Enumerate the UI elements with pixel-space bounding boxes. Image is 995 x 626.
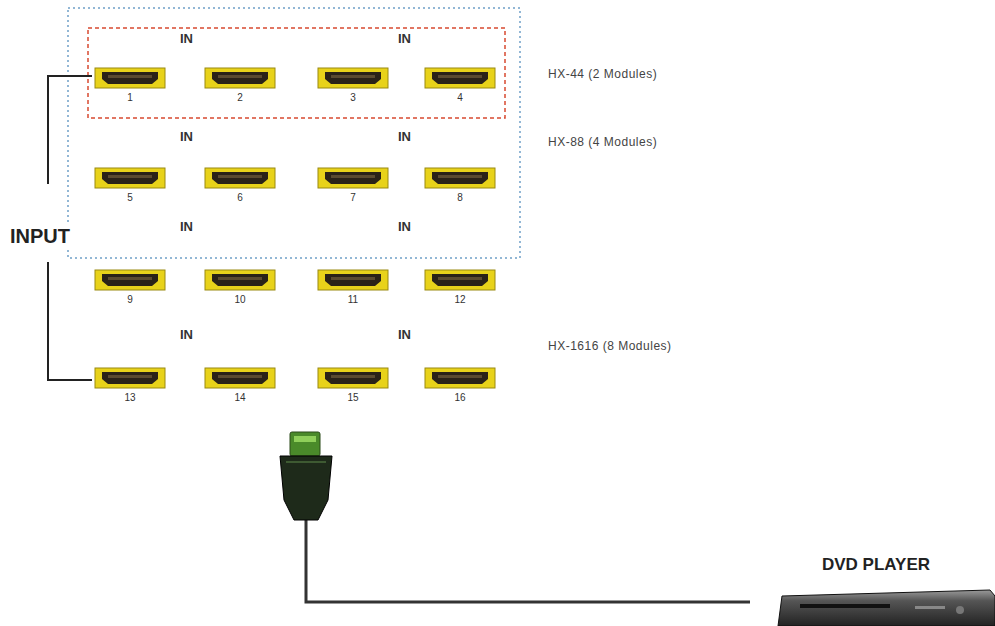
port-number: 15	[347, 392, 358, 403]
model-label: HX-44 (2 Modules)	[548, 68, 657, 81]
port-number: 9	[127, 294, 133, 305]
port-group-label: IN	[398, 32, 411, 46]
model-label: HX-1616 (8 Modules)	[548, 340, 672, 353]
port-number: 1	[127, 92, 133, 103]
port-number: 2	[237, 92, 243, 103]
port-number: 10	[234, 294, 245, 305]
port-group-label: IN	[180, 130, 193, 144]
port-number: 7	[350, 192, 356, 203]
port-number: 3	[350, 92, 356, 103]
port-number: 4	[457, 92, 463, 103]
hx-88-region	[68, 8, 520, 258]
device-label: DVD PLAYER	[822, 556, 930, 575]
input-title: INPUT	[8, 225, 72, 247]
port-number: 12	[454, 294, 465, 305]
port-number: 6	[237, 192, 243, 203]
hdmi-plug	[280, 432, 332, 520]
hx-44-region	[88, 28, 505, 118]
port-number: 16	[454, 392, 465, 403]
port-group-label: IN	[180, 328, 193, 342]
model-label: HX-88 (4 Modules)	[548, 136, 657, 149]
port-number: 8	[457, 192, 463, 203]
port-number: 14	[234, 392, 245, 403]
hdmi-ports	[95, 68, 495, 388]
port-number: 11	[348, 294, 358, 305]
input-bracket	[48, 76, 92, 184]
port-number: 5	[127, 192, 133, 203]
port-number: 13	[124, 392, 135, 403]
hdmi-cable	[306, 520, 750, 602]
port-group-label: IN	[398, 130, 411, 144]
port-group-label: IN	[180, 220, 193, 234]
input-bracket	[48, 262, 92, 380]
dvd-player-device	[778, 590, 995, 626]
port-group-label: IN	[398, 220, 411, 234]
port-group-label: IN	[180, 32, 193, 46]
port-group-label: IN	[398, 328, 411, 342]
